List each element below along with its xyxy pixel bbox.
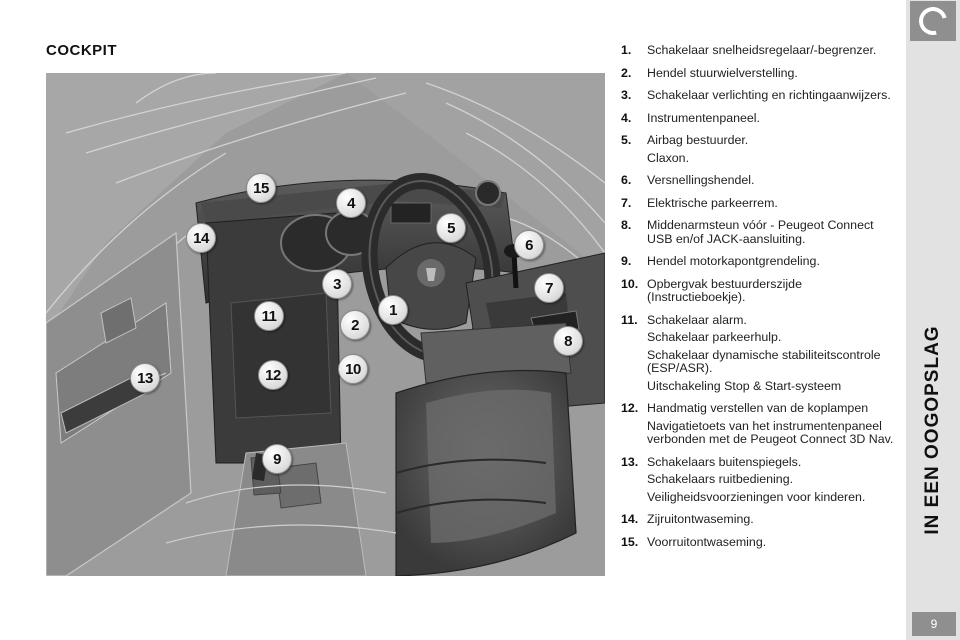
legend-text: Versnellingshendel.	[647, 173, 901, 188]
legend-text: Elektrische parkeerrem.	[647, 195, 901, 211]
legend-text: Hendel stuurwielverstelling.	[647, 65, 901, 81]
callout-4: 4	[336, 188, 366, 218]
legend-number: 7.	[621, 195, 632, 210]
legend-number: 14.	[621, 512, 639, 526]
legend-text: Schakelaar verlichting en richtingaanwij…	[647, 88, 901, 103]
legend-line: Hendel stuurwielverstelling.	[647, 65, 798, 80]
legend-line: Zijruitontwaseming.	[647, 512, 754, 526]
legend-line: Uitschakeling Stop & Start-systeem	[647, 378, 842, 393]
page-title: COCKPIT	[46, 42, 117, 59]
legend-line: Versnellingshendel.	[647, 173, 755, 187]
legend-item: 13.Schakelaars buitenspiegels.Schakelaar…	[621, 454, 901, 505]
legend-item: 15. Voorruitontwaseming.	[621, 534, 901, 550]
legend-line: Schakelaar verlichting en richtingaanwij…	[647, 88, 891, 102]
legend-item: 12. Handmatig verstellen van de koplampen…	[621, 401, 901, 447]
side-section-label: IN EEN OOGOPSLAG	[922, 325, 943, 535]
legend-line: Schakelaar alarm.	[647, 312, 747, 327]
legend-number: 4.	[621, 110, 632, 125]
callout-13: 13	[130, 363, 160, 393]
legend-line: Schakelaar parkeerhulp.	[647, 330, 782, 344]
legend-line: Airbag bestuurder.	[647, 133, 749, 147]
legend-number: 1.	[621, 43, 632, 57]
cockpit-illustration: 15 4 14 5 6 3 7 1 11 2 8 10 12 13 9	[46, 73, 605, 576]
legend-line: Hendel motorkapontgrendeling.	[647, 254, 820, 268]
legend-text: Middenarmsteun vóór - Peugeot Connect US…	[647, 218, 901, 246]
cockpit-drawing	[46, 73, 605, 576]
legend-item: 7. Elektrische parkeerrem.	[621, 195, 901, 211]
legend-text: Opbergvak bestuurderszijde (Instructiebo…	[647, 276, 901, 305]
legend-number: 12.	[621, 401, 639, 415]
callout-7: 7	[534, 273, 564, 303]
legend-item: 10. Opbergvak bestuurderszijde (Instructi…	[621, 276, 901, 305]
legend-line: Claxon.	[647, 150, 690, 165]
legend-line: Schakelaar snelheidsregelaar/-begrenzer.	[647, 43, 877, 57]
callout-3: 3	[322, 269, 352, 299]
legend-number: 9.	[621, 254, 632, 268]
legend-line: Middenarmsteun vóór - Peugeot Connect US…	[647, 218, 874, 246]
callout-5: 5	[436, 213, 466, 243]
page-number: 9	[912, 612, 956, 636]
legend-item: 11. Schakelaar alarm. Schakelaar parkeerhu…	[621, 312, 901, 394]
callout-11: 11	[254, 301, 284, 331]
legend-number: 2.	[621, 65, 632, 80]
legend-line: Schakelaar dynamische stabiliteitscontro…	[647, 347, 881, 375]
legend-item: 2. Hendel stuurwielverstelling.	[621, 65, 901, 81]
legend-line: Opbergvak bestuurderszijde (Instructiebo…	[647, 276, 802, 304]
legend-number: 11.	[621, 312, 638, 327]
callout-8: 8	[553, 326, 583, 356]
legend-line: Veiligheidsvoorzieningen voor kinderen.	[647, 489, 866, 504]
legend-text: Zijruitontwaseming.	[647, 512, 901, 527]
legend-text: Instrumentenpaneel.	[647, 110, 901, 126]
callout-14: 14	[186, 223, 216, 253]
legend-text: Airbag bestuurder. Claxon.	[647, 133, 901, 165]
side-tab	[906, 0, 960, 640]
legend-item: 3. Schakelaar verlichting en richtingaanw…	[621, 88, 901, 103]
legend-line: Voorruitontwaseming.	[647, 534, 767, 549]
legend-number: 6.	[621, 173, 632, 187]
legend-number: 8.	[621, 218, 632, 232]
legend-line: Schakelaars ruitbediening.	[647, 472, 794, 486]
legend-text: Schakelaars buitenspiegels. Schakelaars r…	[647, 454, 901, 505]
legend-number: 13.	[621, 454, 639, 469]
legend-item: 6. Versnellingshendel.	[621, 173, 901, 188]
callout-10: 10	[338, 354, 368, 384]
legend-text: Hendel motorkapontgrendeling.	[647, 254, 901, 269]
legend-text: Voorruitontwaseming.	[647, 534, 901, 550]
legend-item: 14. Zijruitontwaseming.	[621, 512, 901, 527]
callout-15: 15	[246, 173, 276, 203]
callout-2: 2	[340, 310, 370, 340]
legend-line: Elektrische parkeerrem.	[647, 195, 778, 210]
legend-item: 4. Instrumentenpaneel.	[621, 110, 901, 126]
legend-item: 9. Hendel motorkapontgrendeling.	[621, 254, 901, 269]
callout-1: 1	[378, 295, 408, 325]
legend-text: Schakelaar alarm. Schakelaar parkeerhulp.…	[647, 312, 901, 394]
legend-line: Instrumentenpaneel.	[647, 110, 760, 125]
legend-text: Schakelaar snelheidsregelaar/-begrenzer.	[647, 43, 901, 58]
legend-number: 15.	[621, 534, 639, 549]
legend-number: 10.	[621, 276, 639, 291]
legend-line: Schakelaars buitenspiegels.	[647, 454, 802, 469]
callout-12: 12	[258, 360, 288, 390]
legend-number: 5.	[621, 133, 632, 147]
callout-6: 6	[514, 230, 544, 260]
legend-list: 1. Schakelaar snelheidsregelaar/-begrenze…	[621, 43, 901, 558]
legend-item: 5. Airbag bestuurder. Claxon.	[621, 133, 901, 165]
legend-item: 8. Middenarmsteun vóór - Peugeot Connect …	[621, 218, 901, 246]
callout-9: 9	[262, 444, 292, 474]
brand-ring-icon	[910, 1, 956, 41]
legend-item: 1. Schakelaar snelheidsregelaar/-begrenze…	[621, 43, 901, 58]
legend-line: Handmatig verstellen van de koplampen	[647, 401, 869, 415]
legend-line: Navigatietoets van het instrumentenpanee…	[647, 418, 894, 446]
legend-number: 3.	[621, 88, 632, 102]
